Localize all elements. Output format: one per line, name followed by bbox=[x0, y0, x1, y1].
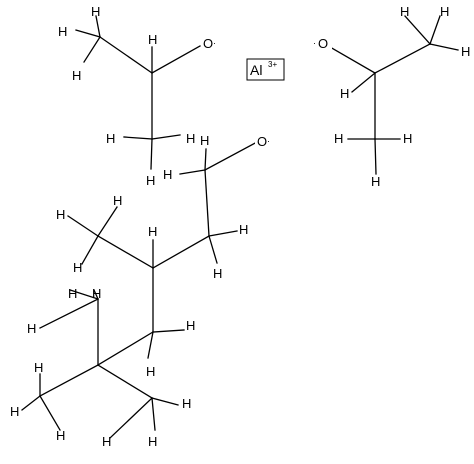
hydrogen-atom: H bbox=[92, 286, 101, 301]
oxygen-label-background bbox=[316, 37, 332, 51]
aluminium-ion-box bbox=[246, 58, 285, 81]
bond-c-h bbox=[83, 36, 101, 63]
bond-c-c bbox=[152, 235, 210, 269]
hydrogen-atom: H bbox=[186, 318, 195, 333]
bond-c-c bbox=[97, 235, 154, 269]
radical-dot: · bbox=[313, 38, 316, 48]
hydrogen-atom: H bbox=[72, 68, 81, 83]
bond-c-h bbox=[179, 169, 206, 175]
bond-c-h bbox=[374, 138, 377, 175]
oxygen-radical-right: O· bbox=[313, 36, 332, 51]
radical-dot: · bbox=[267, 136, 270, 146]
bond-c-h bbox=[39, 395, 61, 431]
aluminium-ion-symbol: Al bbox=[250, 62, 262, 78]
oxygen-atom: O bbox=[257, 134, 267, 149]
bond-c-o bbox=[204, 141, 258, 171]
hydrogen-atom: H bbox=[27, 321, 36, 336]
oxygen-atom: O bbox=[203, 36, 213, 51]
hydrogen-atom: H bbox=[56, 207, 65, 222]
hydrogen-atom: H bbox=[91, 4, 100, 19]
bond-c-h bbox=[152, 329, 185, 333]
bond-c-h bbox=[81, 235, 99, 265]
hydrogen-atom: H bbox=[34, 360, 43, 375]
bond-c-c bbox=[204, 169, 210, 237]
aluminium-ion-charge: 3+ bbox=[268, 60, 277, 69]
bond-c-o bbox=[151, 45, 201, 74]
hydrogen-atom: H bbox=[163, 167, 172, 182]
hydrogen-atom: H bbox=[56, 428, 65, 443]
hydrogen-atom: H bbox=[148, 32, 157, 47]
oxygen-radical-left: O· bbox=[201, 36, 217, 51]
bond-c-h bbox=[93, 289, 99, 300]
bond-c-c bbox=[99, 36, 153, 74]
bond-c-h bbox=[97, 206, 118, 237]
hydrogen-atom: H bbox=[113, 193, 122, 208]
bond-c-h bbox=[404, 15, 431, 45]
bond-c-h bbox=[204, 148, 207, 171]
hydrogen-atom: H bbox=[440, 4, 449, 19]
bond-c-h bbox=[69, 289, 99, 300]
hydrogen-atom: H bbox=[461, 44, 470, 59]
bond-c-h bbox=[208, 230, 238, 237]
bond-c-h bbox=[67, 215, 99, 237]
hydrogen-atom: H bbox=[182, 396, 191, 411]
oxygen-radical-chain: O· bbox=[255, 134, 271, 149]
bond-c-h bbox=[151, 397, 156, 431]
hydrogen-atom: H bbox=[239, 222, 248, 237]
aluminium-ion: Al 3+ bbox=[246, 58, 285, 81]
bond-c-c bbox=[39, 364, 99, 397]
bond-c-o bbox=[329, 46, 376, 74]
hydrogen-atom: H bbox=[186, 131, 195, 146]
hydrogen-atom: H bbox=[200, 133, 209, 148]
bond-c-h bbox=[109, 397, 153, 439]
hydrogen-atom: H bbox=[213, 266, 222, 281]
oxygen-label-background bbox=[255, 135, 271, 149]
bond-c-h bbox=[351, 72, 376, 93]
bond-c-h bbox=[429, 15, 441, 45]
bond-c-c bbox=[374, 43, 431, 74]
hydrogen-atom: H bbox=[340, 86, 349, 101]
hydrogen-atom: H bbox=[102, 434, 111, 449]
bond-c-h bbox=[75, 29, 101, 38]
hydrogen-atom: H bbox=[334, 131, 343, 146]
hydrogen-atom: H bbox=[148, 434, 157, 449]
bond-c-h bbox=[147, 331, 154, 359]
bond-c-c bbox=[97, 331, 154, 366]
bond-lines bbox=[21, 15, 459, 439]
hydrogen-atom: H bbox=[400, 4, 409, 19]
hydrogen-atom: H bbox=[146, 173, 155, 188]
bond-c-h bbox=[429, 43, 459, 51]
bond-c-h bbox=[150, 138, 153, 170]
bond-c-h bbox=[151, 397, 179, 406]
hydrogen-atom: H bbox=[68, 286, 77, 301]
hydrogen-atom: H bbox=[73, 260, 82, 275]
radical-dot: · bbox=[213, 38, 216, 48]
bond-c-h bbox=[39, 298, 99, 329]
bond-c-h bbox=[95, 15, 101, 38]
hydrogen-atom: H bbox=[58, 24, 67, 39]
bond-c-c bbox=[97, 364, 153, 399]
hydrogen-atom: H bbox=[10, 404, 19, 419]
hydrogen-atom: H bbox=[106, 131, 115, 146]
hydrogen-atom: H bbox=[371, 174, 380, 189]
bond-c-h bbox=[208, 235, 218, 264]
hydrogen-atom: H bbox=[403, 131, 412, 146]
hydrogen-atom: H bbox=[146, 364, 155, 379]
bond-c-h bbox=[151, 134, 181, 140]
bond-c-h bbox=[123, 136, 153, 140]
hydrogen-atom: H bbox=[148, 224, 157, 239]
oxygen-label-background bbox=[201, 37, 217, 51]
bond-c-h bbox=[21, 395, 41, 411]
oxygen-atom: O bbox=[318, 36, 328, 51]
